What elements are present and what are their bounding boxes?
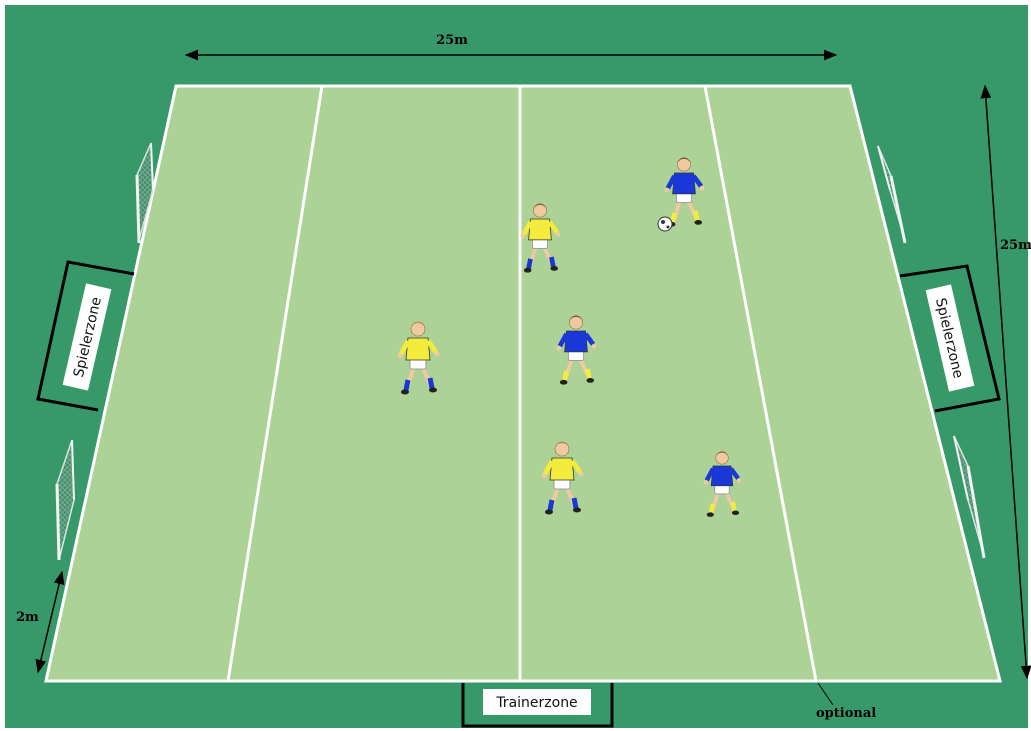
length-label: 25m	[1000, 238, 1031, 253]
width-label: 25m	[436, 33, 468, 48]
coach-zone-label: Trainerzone	[495, 695, 577, 711]
edge-label: 2m	[16, 610, 39, 625]
optional-label: optional	[816, 706, 876, 721]
pitch	[46, 86, 1000, 681]
ball	[658, 217, 672, 231]
